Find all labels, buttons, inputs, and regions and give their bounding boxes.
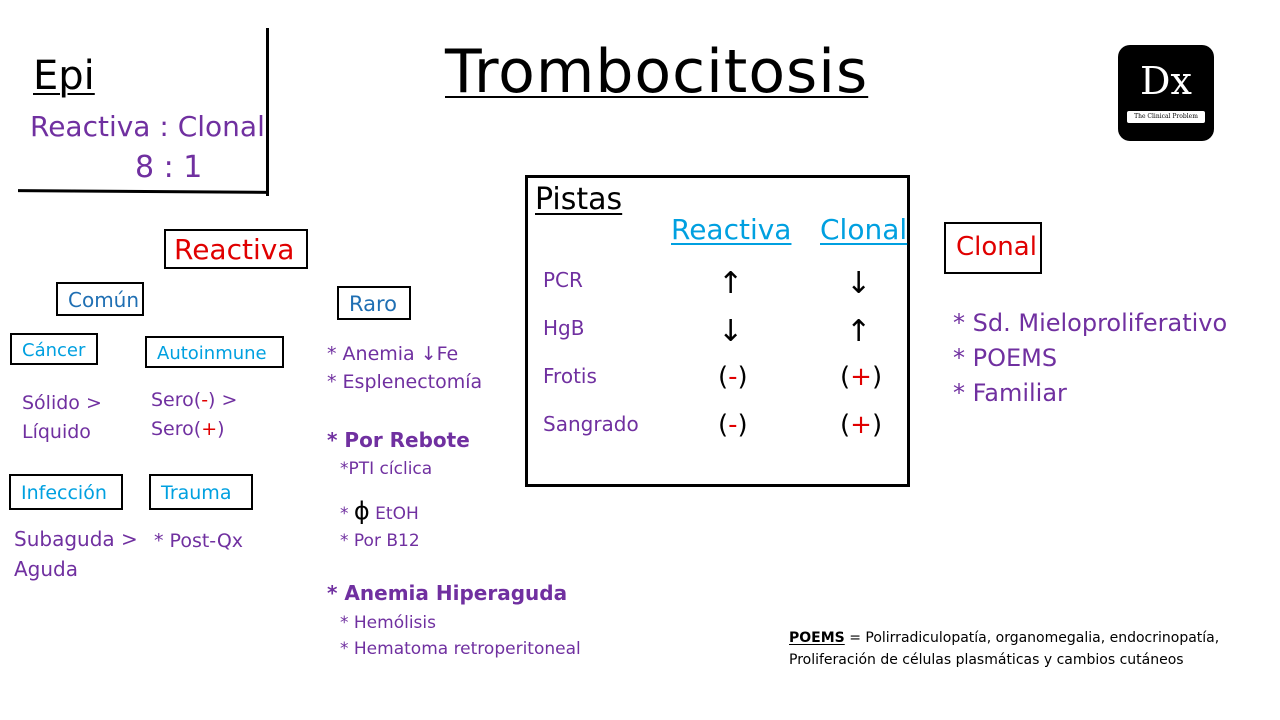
- page-title: Trombocitosis: [445, 37, 869, 107]
- rebote-item-1: *PTI cíclica: [340, 459, 433, 479]
- phi-symbol: ϕ: [353, 497, 370, 525]
- dx-logo: Dx The Clinical Problem Solvers: [1118, 45, 1214, 141]
- reactiva-heading: Reactiva: [174, 233, 295, 266]
- autoinmune-label: Autoinmune: [157, 343, 267, 364]
- pistas-row-label-frotis: Frotis: [543, 364, 597, 388]
- cancer-label: Cáncer: [22, 340, 86, 361]
- hiperaguda-item-1: * Hemólisis: [340, 613, 436, 633]
- clonal-item-3: * Familiar: [953, 379, 1067, 407]
- epi-ratio-value: 8 : 1: [135, 150, 203, 185]
- epi-heading: Epi: [33, 53, 95, 99]
- comun-heading: Común: [68, 288, 140, 312]
- autoinmune-box: Autoinmune: [145, 336, 284, 368]
- trauma-line1: * Post-Qx: [154, 530, 244, 552]
- pistas-frotis-clonal: (+): [840, 362, 883, 392]
- infeccion-box: Infección: [9, 474, 123, 510]
- cancer-line2: Líquido: [22, 421, 91, 443]
- raro-heading: Raro: [349, 292, 398, 316]
- raro-box: Raro: [337, 286, 411, 320]
- epi-border-vertical: [266, 28, 269, 196]
- cancer-box: Cáncer: [10, 333, 98, 365]
- pistas-sangrado-reactiva: (-): [718, 410, 748, 440]
- epi-border-horizontal: [17, 189, 269, 194]
- pistas-frotis-reactiva: (-): [718, 362, 748, 392]
- rebote-item-3: * Por B12: [340, 531, 420, 551]
- pistas-col-reactiva: Reactiva: [671, 213, 792, 246]
- trauma-label: Trauma: [161, 482, 232, 504]
- comun-box: Común: [56, 282, 144, 316]
- footnote-line1: POEMS = Polirradiculopatía, organomegali…: [789, 630, 1220, 646]
- infeccion-label: Infección: [21, 482, 107, 504]
- autoinmune-line1: Sero(-) >: [151, 389, 238, 411]
- pistas-table: Pistas Reactiva Clonal PCR ↑ ↓ HgB ↓ ↑ F…: [525, 175, 910, 487]
- pistas-row-label-hgb: HgB: [543, 316, 585, 340]
- clonal-item-1: * Sd. Mieloproliferativo: [953, 309, 1228, 337]
- infeccion-line1: Subaguda >: [14, 527, 138, 551]
- rebote-item-2: * ϕ EtOH: [340, 497, 419, 525]
- clonal-item-2: * POEMS: [953, 344, 1058, 372]
- pistas-col-clonal: Clonal: [820, 213, 908, 246]
- pistas-row-label-pcr: PCR: [543, 268, 583, 292]
- footnote-line2: Proliferación de células plasmáticas y c…: [789, 652, 1184, 668]
- pistas-row-label-sangrado: Sangrado: [543, 412, 639, 436]
- logo-caption: The Clinical Problem Solvers: [1127, 111, 1205, 132]
- reactiva-heading-box: Reactiva: [164, 229, 308, 269]
- pistas-pcr-reactiva: ↑: [718, 266, 744, 301]
- logo-letters: Dx: [1140, 59, 1192, 103]
- autoinmune-line2: Sero(+): [151, 418, 225, 440]
- raro-item-2: * Esplenectomía: [327, 371, 483, 393]
- clonal-heading: Clonal: [956, 232, 1037, 262]
- infeccion-line2: Aguda: [14, 557, 79, 581]
- rebote-heading: * Por Rebote: [327, 428, 470, 452]
- pistas-sangrado-clonal: (+): [840, 410, 883, 440]
- pistas-pcr-clonal: ↓: [846, 266, 872, 301]
- pistas-hgb-clonal: ↑: [846, 314, 872, 349]
- trauma-box: Trauma: [149, 474, 253, 510]
- hiperaguda-heading: * Anemia Hiperaguda: [327, 581, 568, 605]
- epi-ratio-label: Reactiva : Clonal: [30, 110, 265, 143]
- rebote-item-2-text: EtOH: [375, 504, 419, 524]
- clonal-heading-box: Clonal: [944, 222, 1042, 274]
- raro-item-1: * Anemia ↓Fe: [327, 343, 459, 365]
- pistas-hgb-reactiva: ↓: [718, 314, 744, 349]
- hiperaguda-item-2: * Hematoma retroperitoneal: [340, 639, 581, 659]
- cancer-line1: Sólido >: [22, 392, 102, 414]
- rebote-item-2-prefix: *: [340, 504, 349, 524]
- pistas-heading: Pistas: [535, 182, 623, 217]
- footnote-term: POEMS: [789, 630, 845, 646]
